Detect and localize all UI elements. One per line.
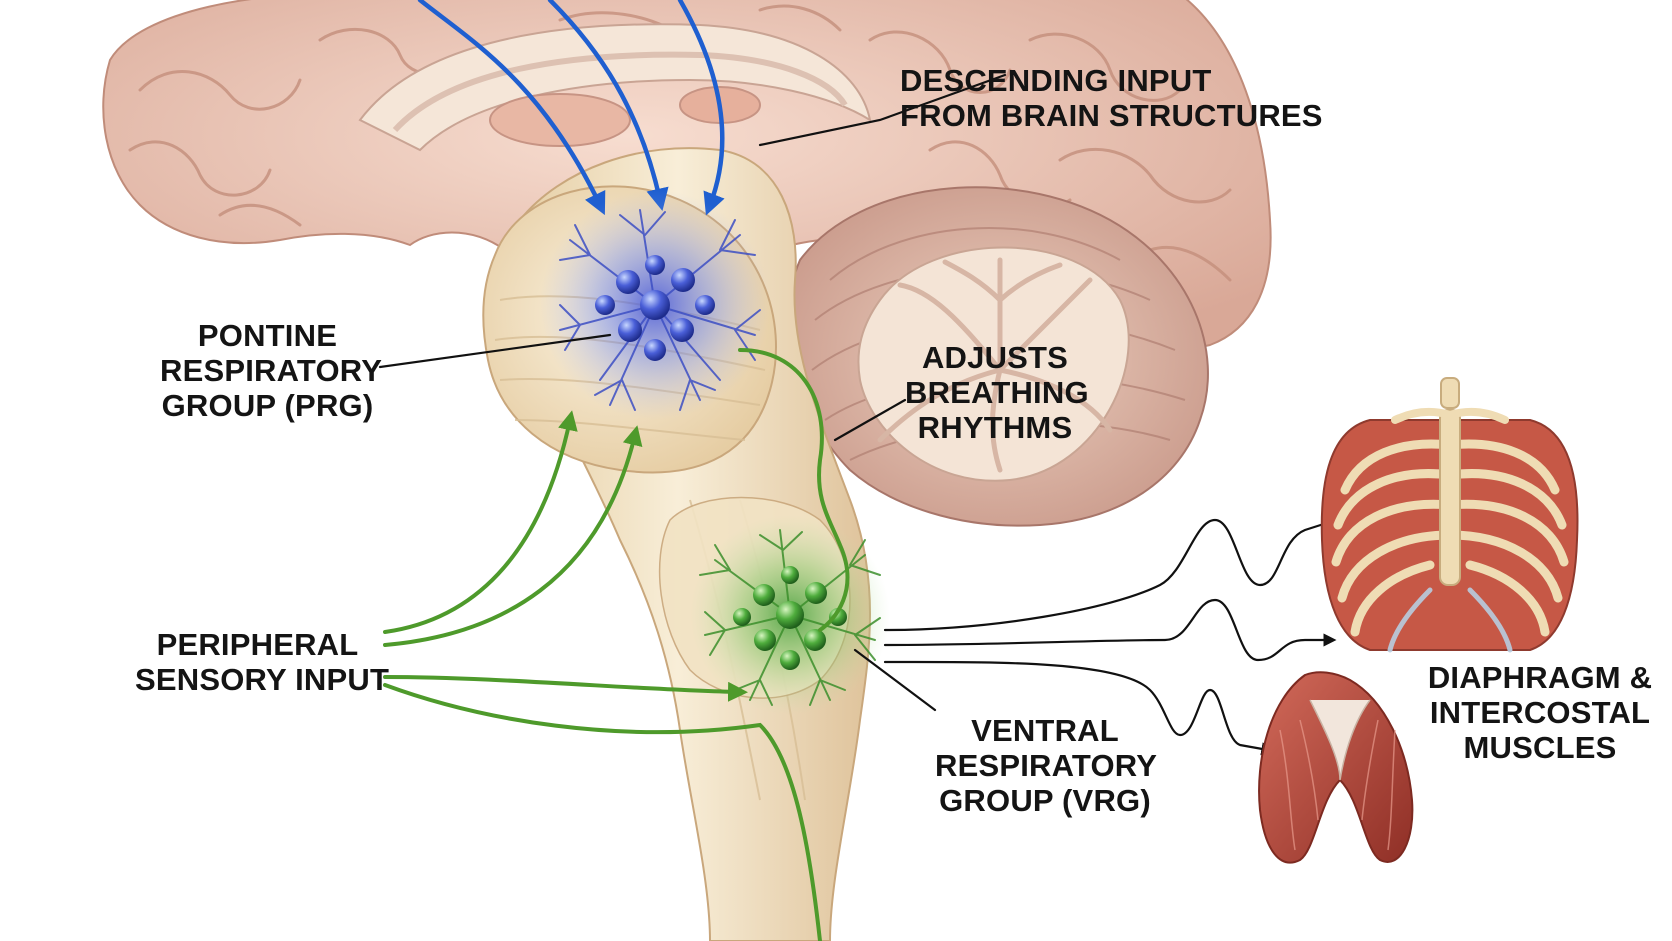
sensory-pathway bbox=[383, 425, 643, 647]
label-muscles: DIAPHRAGM & INTERCOSTAL MUSCLES bbox=[1420, 660, 1660, 765]
leader-line-prg bbox=[378, 333, 612, 369]
sensory-pathway bbox=[383, 683, 822, 941]
motor-signal-wave bbox=[883, 598, 1337, 662]
descending-arrow bbox=[417, 0, 606, 216]
adjusts-line-3: RHYTHMS bbox=[917, 410, 1073, 445]
descending-arrow bbox=[677, 0, 725, 216]
motor-signals bbox=[883, 517, 1337, 756]
motor-signal-wave bbox=[883, 517, 1337, 632]
motor-signal-wave bbox=[883, 660, 1275, 756]
descending-arrow bbox=[547, 0, 669, 211]
label-prg: PONTINE RESPIRATORY GROUP (PRG) bbox=[160, 318, 383, 423]
label-adjusts-breathing: ADJUSTS BREATHING RHYTHMS bbox=[905, 340, 1089, 445]
label-peripheral-input: PERIPHERAL SENSORY INPUT bbox=[135, 627, 390, 697]
sensory-pathways bbox=[383, 348, 850, 941]
prg-line-1: PONTINE bbox=[197, 318, 338, 353]
cerebellum-icon bbox=[787, 186, 1209, 527]
sensory-pathway bbox=[383, 675, 748, 702]
leader-line-adjusts bbox=[833, 398, 907, 442]
diaphragm-icon bbox=[1258, 671, 1414, 864]
peripheral-line-1: PERIPHERAL bbox=[156, 627, 359, 662]
descending-line-1: DESCENDING INPUT bbox=[900, 63, 1212, 98]
label-vrg: VENTRAL RESPIRATORY GROUP (VRG) bbox=[935, 713, 1158, 818]
prg-neuron-cluster-icon bbox=[540, 190, 770, 420]
leader-lines bbox=[378, 73, 1007, 712]
vrg-neuron-cluster-icon bbox=[690, 515, 890, 715]
muscles-line-2: INTERCOSTAL bbox=[1429, 695, 1651, 730]
muscles-line-3: MUSCLES bbox=[1463, 730, 1617, 765]
vrg-line-3: GROUP (VRG) bbox=[939, 783, 1151, 818]
descending-arrows bbox=[417, 0, 725, 216]
adjusts-line-2: BREATHING bbox=[905, 375, 1089, 410]
prg-line-2: RESPIRATORY bbox=[160, 353, 383, 388]
sensory-pathway bbox=[383, 410, 578, 634]
adjusts-line-1: ADJUSTS bbox=[921, 340, 1069, 375]
peripheral-line-2: SENSORY INPUT bbox=[135, 662, 390, 697]
leader-line-vrg bbox=[853, 648, 937, 712]
vrg-line-2: RESPIRATORY bbox=[935, 748, 1158, 783]
prg-line-3: GROUP (PRG) bbox=[161, 388, 374, 423]
sensory-pathway bbox=[738, 348, 850, 632]
ribcage-icon bbox=[1320, 377, 1579, 653]
vrg-line-1: VENTRAL bbox=[971, 713, 1119, 748]
label-descending-input: DESCENDING INPUT FROM BRAIN STRUCTURES bbox=[900, 63, 1323, 133]
muscles-line-1: DIAPHRAGM & bbox=[1427, 660, 1653, 695]
leader-line-descending bbox=[758, 73, 1007, 147]
descending-line-2: FROM BRAIN STRUCTURES bbox=[900, 98, 1323, 133]
